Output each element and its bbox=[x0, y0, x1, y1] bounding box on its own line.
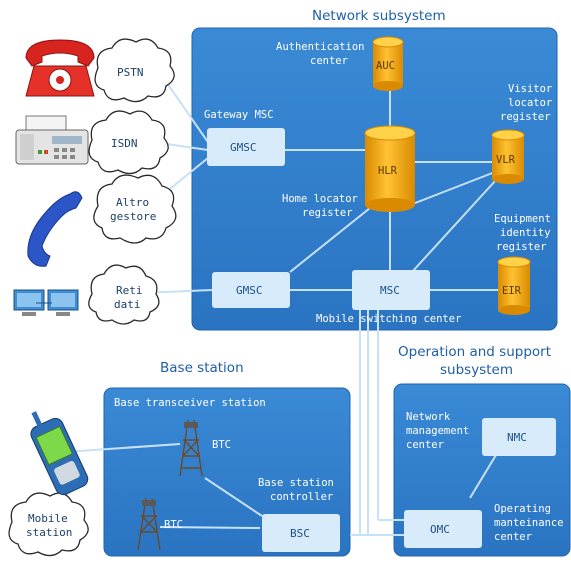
eir-label-line1: Equipment bbox=[494, 213, 551, 225]
eir-database-icon: EIR bbox=[497, 256, 531, 315]
nmc-node: NMC bbox=[482, 418, 556, 456]
vlr-label-line3: register bbox=[500, 111, 551, 123]
hlr-database-icon: HLR bbox=[364, 125, 416, 212]
mobile-label-line2: station bbox=[26, 526, 72, 539]
gateway-msc-label: Gateway MSC bbox=[204, 109, 274, 121]
isdn-label: ISDN bbox=[111, 137, 138, 150]
reti-label-line2: dati bbox=[114, 298, 141, 311]
msc-label: MSC bbox=[380, 284, 400, 297]
hlr-label-line1: Home locator bbox=[282, 193, 358, 205]
bsc-caption-line1: Base station bbox=[258, 477, 334, 489]
eir-node-label: EIR bbox=[502, 285, 522, 297]
computers-icon bbox=[13, 289, 79, 316]
altro-label-line2: gestore bbox=[110, 210, 156, 223]
nmc-caption-line3: center bbox=[406, 439, 444, 451]
isdn-cloud bbox=[88, 110, 169, 175]
vlr-node-label: VLR bbox=[496, 154, 516, 166]
vlr-label-line1: Visitor bbox=[508, 83, 552, 95]
hlr-label-line2: register bbox=[302, 207, 353, 219]
nmc-caption-line2: management bbox=[406, 425, 469, 437]
network-subsystem-title: Network subsystem bbox=[312, 8, 446, 24]
msc-caption: Mobile switching center bbox=[316, 313, 461, 325]
auc-node-label: AUC bbox=[376, 60, 395, 72]
red-telephone-icon bbox=[25, 39, 95, 97]
base-station-title: Base station bbox=[160, 360, 244, 376]
auc-database-icon: AUC bbox=[372, 36, 404, 91]
gmsc-bottom-label: GMSC bbox=[236, 284, 263, 297]
ops-title-line1: Operation and support bbox=[398, 344, 551, 360]
mobile-phone-icon bbox=[30, 411, 89, 496]
pstn-label: PSTN bbox=[117, 66, 144, 79]
handset-icon bbox=[27, 191, 83, 267]
antenna-tower-icon bbox=[137, 497, 161, 551]
nmc-caption-line1: Network bbox=[406, 411, 451, 423]
hlr-node-label: HLR bbox=[378, 165, 398, 177]
antenna-tower-icon bbox=[179, 419, 203, 477]
omc-caption-line1: Operating bbox=[494, 503, 551, 515]
auc-label-line1: Authentication bbox=[276, 41, 365, 53]
bts-caption: Base transceiver station bbox=[114, 397, 266, 409]
bsc-label: BSC bbox=[290, 527, 310, 540]
auc-label-line2: center bbox=[310, 55, 348, 67]
mobile-station-cloud bbox=[8, 492, 89, 557]
omc-node: OMC bbox=[404, 510, 482, 548]
bsc-node: BSC bbox=[262, 514, 340, 552]
vlr-label-line2: locator bbox=[508, 97, 552, 109]
fax-machine-icon bbox=[15, 115, 89, 165]
eir-label-line2: identity bbox=[500, 227, 551, 239]
msc-node: MSC bbox=[352, 270, 430, 310]
gmsc-bottom-node: GMSC bbox=[212, 272, 290, 308]
gmsc-top-label: GMSC bbox=[230, 141, 257, 154]
bsc-caption-line2: controller bbox=[270, 491, 333, 503]
mobile-label-line1: Mobile bbox=[28, 512, 68, 525]
gmsc-top-node: GMSC bbox=[207, 128, 285, 166]
reti-dati-cloud bbox=[88, 264, 160, 325]
altro-gestore-cloud bbox=[93, 174, 177, 244]
vlr-database-icon: VLR bbox=[491, 129, 525, 184]
btc-bottom-label: BTC bbox=[164, 519, 183, 531]
omc-caption-line3: center bbox=[494, 531, 532, 543]
omc-caption-line2: manteinance bbox=[494, 517, 564, 529]
omc-label: OMC bbox=[430, 523, 450, 536]
altro-label-line1: Altro bbox=[116, 196, 149, 209]
nmc-label: NMC bbox=[507, 431, 527, 444]
reti-label-line1: Reti bbox=[116, 284, 143, 297]
ops-title-line2: subsystem bbox=[440, 362, 513, 378]
btc-top-label: BTC bbox=[212, 439, 231, 451]
eir-label-line3: register bbox=[496, 241, 547, 253]
pstn-cloud bbox=[94, 38, 175, 103]
